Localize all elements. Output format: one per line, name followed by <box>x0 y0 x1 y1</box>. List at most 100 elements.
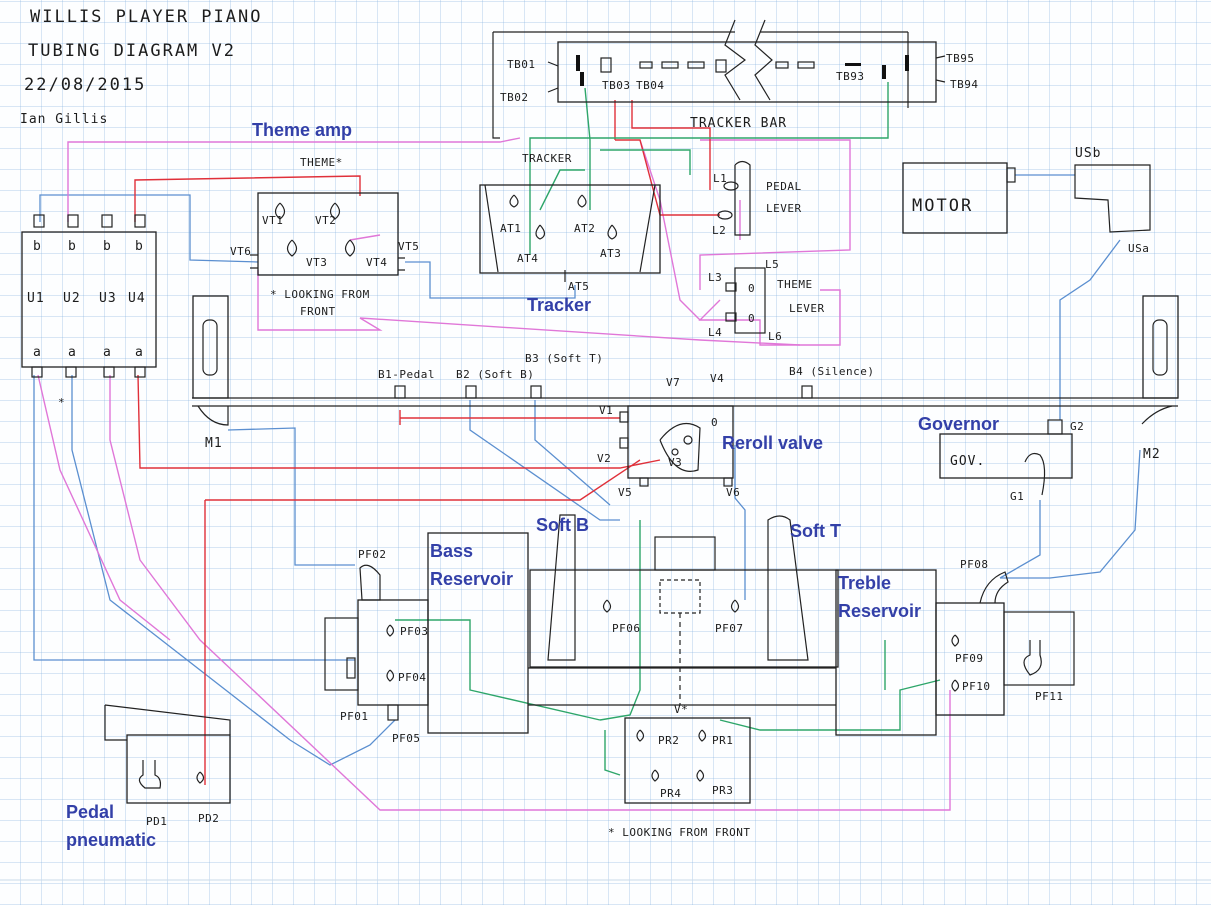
label-tb95: TB95 <box>946 52 975 65</box>
label-v6: V6 <box>726 486 740 499</box>
label-pd1: PD1 <box>146 815 167 828</box>
label-g1: G1 <box>1010 490 1024 503</box>
label-pedal-lever-1: PEDAL <box>766 180 802 193</box>
label-pf08: PF08 <box>960 558 989 571</box>
label-l3: L3 <box>708 271 722 284</box>
label-b4: B4 (Silence) <box>789 365 874 378</box>
label-theme-amp: Theme amp <box>252 120 352 140</box>
pr-block: PR2 PR1 PR4 PR3 V* <box>624 703 751 804</box>
central-stack: PF06 PF07 <box>529 514 839 705</box>
label-v5: V5 <box>618 486 632 499</box>
usb-elbow: USb USa <box>1074 146 1151 255</box>
label-b-4: b <box>135 239 144 254</box>
label-pf02: PF02 <box>358 548 387 561</box>
label-l2: L2 <box>712 224 726 237</box>
u-block: b b b b U1 U2 U3 U4 a a a a * <box>21 214 157 409</box>
label-bass-res-1: Bass <box>430 541 473 561</box>
label-governor: Governor <box>918 414 999 434</box>
label-m2: M2 <box>1143 447 1161 462</box>
label-pf03: PF03 <box>400 625 429 638</box>
theme-lever: 0 0 L3 L4 L5 L6 THEME LEVER <box>708 258 825 343</box>
label-b-3: b <box>103 239 112 254</box>
label-pr1: PR1 <box>712 734 733 747</box>
title-date: 22/08/2015 <box>24 75 146 95</box>
label-treble-res-2: Reservoir <box>838 601 921 621</box>
blue-tubes <box>33 174 1141 766</box>
reroll-valve: V1 V2 V3 V4 V5 V6 V7 0 <box>597 372 740 499</box>
label-vt4: VT4 <box>366 256 387 269</box>
label-vt3: VT3 <box>306 256 327 269</box>
label-pf09: PF09 <box>955 652 984 665</box>
label-soft-b: Soft B <box>536 515 589 535</box>
motor: MOTOR <box>902 162 1016 234</box>
label-zero-1: 0 <box>748 282 755 295</box>
label-v2: V2 <box>597 452 611 465</box>
label-u3: U3 <box>99 291 117 306</box>
label-u1: U1 <box>27 291 45 306</box>
label-l5: L5 <box>765 258 779 271</box>
bass-reservoir: PF02 PF03 PF04 PF01 PF05 <box>324 532 529 745</box>
label-motor: MOTOR <box>912 196 973 216</box>
label-theme-lever-1: THEME <box>777 278 813 291</box>
label-l4: L4 <box>708 326 722 339</box>
label-g2: G2 <box>1070 420 1084 433</box>
label-zero-2: 0 <box>748 312 755 325</box>
label-pedal-lever-2: LEVER <box>766 202 802 215</box>
pedal-pneumatic: PD1 PD2 <box>104 704 231 828</box>
label-v3: V3 <box>668 456 682 469</box>
label-b1: B1-Pedal <box>378 368 435 381</box>
label-at2: AT2 <box>574 222 595 235</box>
label-usa: USa <box>1128 242 1149 255</box>
label-vx: V* <box>674 703 688 716</box>
label-tb94: TB94 <box>950 78 979 91</box>
label-reroll-valve: Reroll valve <box>722 433 823 453</box>
label-v1: V1 <box>599 404 613 417</box>
label-b-1: b <box>33 239 42 254</box>
label-pf10: PF10 <box>962 680 991 693</box>
label-pf06: PF06 <box>612 622 641 635</box>
label-vt5: VT5 <box>398 240 419 253</box>
label-tracker: Tracker <box>527 295 591 315</box>
label-treble-res-1: Treble <box>838 573 891 593</box>
label-star-u: * <box>58 396 65 409</box>
label-vt1: VT1 <box>262 214 283 227</box>
label-pf04: PF04 <box>398 671 427 684</box>
label-a-4: a <box>135 345 144 360</box>
label-at1: AT1 <box>500 222 521 235</box>
label-tb01: TB01 <box>507 58 536 71</box>
title-author: Ian Gillis <box>20 112 108 127</box>
label-gov: GOV. <box>950 454 985 469</box>
pedal-lever: L1 L2 PEDAL LEVER <box>712 160 802 237</box>
label-tb03: TB03 <box>602 79 631 92</box>
label-b-2: b <box>68 239 77 254</box>
label-looking-bottom: * LOOKING FROM FRONT <box>608 826 750 839</box>
label-a-1: a <box>33 345 42 360</box>
label-tb93: TB93 <box>836 70 865 83</box>
label-v4: V4 <box>710 372 724 385</box>
theme-amp: THEME* VT1 VT2 VT3 VT4 VT5 VT6 * LOOKING… <box>230 156 419 318</box>
label-tracker-hand: TRACKER <box>522 152 572 165</box>
label-l1: L1 <box>713 172 727 185</box>
label-pf05: PF05 <box>392 732 421 745</box>
label-usb: USb <box>1075 146 1101 161</box>
label-l6: L6 <box>768 330 782 343</box>
connecting-bars <box>528 667 836 706</box>
label-pr3: PR3 <box>712 784 733 797</box>
label-v7: V7 <box>666 376 680 389</box>
label-zero-v4: 0 <box>711 416 718 429</box>
label-theme-lever-2: LEVER <box>789 302 825 315</box>
label-b3: B3 (Soft T) <box>525 352 603 365</box>
label-u4: U4 <box>128 291 146 306</box>
label-looking-front-2: FRONT <box>300 305 336 318</box>
label-at4: AT4 <box>517 252 538 265</box>
title-line-1: WILLIS PLAYER PIANO <box>30 7 262 27</box>
label-themex: THEME* <box>300 156 343 169</box>
label-vt6: VT6 <box>230 245 251 258</box>
label-at3: AT3 <box>600 247 621 260</box>
label-looking-front-1: * LOOKING FROM <box>270 288 370 301</box>
pink-tubes <box>37 137 951 811</box>
label-soft-t: Soft T <box>790 521 841 541</box>
label-vt2: VT2 <box>315 214 336 227</box>
